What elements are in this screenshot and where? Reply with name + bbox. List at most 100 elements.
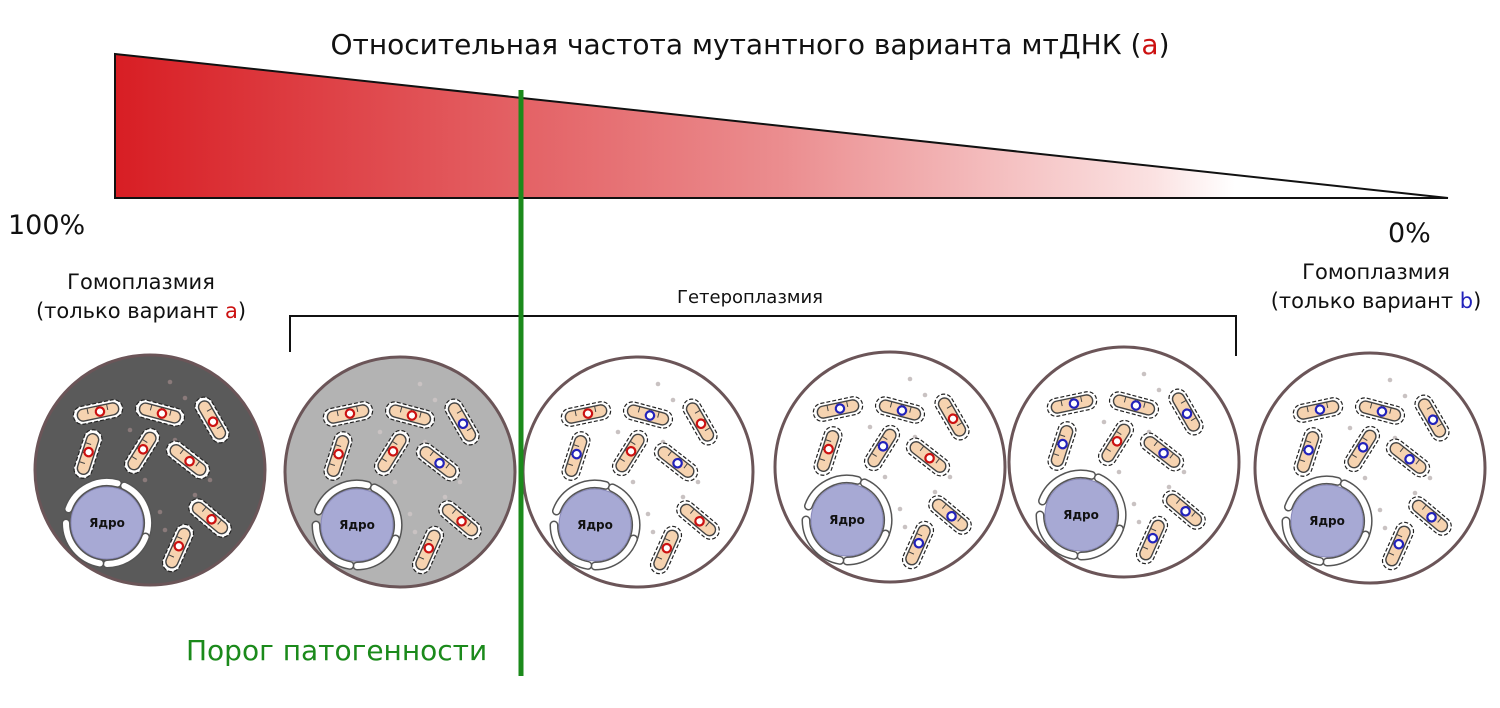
mitochondrion (165, 440, 211, 480)
mitochondrion (622, 401, 674, 429)
mitochondrion (1408, 496, 1452, 536)
mtdna-b (896, 405, 908, 416)
granule (142, 477, 148, 483)
mtdna-b (1393, 538, 1405, 550)
granule (192, 492, 198, 498)
homoplasmy-a-label: Гомоплазмия (только вариант a) (35, 270, 247, 323)
variant-b-marker: b (1459, 289, 1474, 313)
mtdna-b (1068, 398, 1080, 409)
granule (412, 529, 418, 535)
mitochondrion (188, 498, 232, 538)
mtdna-a (1111, 436, 1123, 447)
cell-5: Ядро (1007, 345, 1241, 579)
mitochondrion (1108, 391, 1160, 419)
mtdna-b (1158, 447, 1169, 459)
mtdna-a (333, 448, 344, 460)
granule (157, 509, 163, 515)
granule (392, 479, 398, 485)
granule (167, 379, 173, 385)
nucleus (1290, 484, 1364, 558)
nucleus-label: Ядро (829, 513, 865, 527)
mitochondrion (1414, 394, 1450, 442)
mtdna-a (173, 540, 185, 552)
mtdna-a (206, 513, 217, 525)
mtdna-a (184, 455, 195, 467)
granule (867, 424, 873, 430)
mtdna-b (1427, 414, 1439, 426)
chart-title: Относительная частота мутантного вариант… (330, 28, 1170, 61)
mtdna-a (582, 408, 594, 419)
mtdna-a (695, 418, 707, 430)
granule (1362, 475, 1368, 481)
mtdna-a (207, 416, 219, 428)
granule (432, 397, 438, 403)
granule (947, 474, 953, 480)
homoplasmy-b-label: Гомоплазмия (только вариант b) (1270, 260, 1482, 313)
mtdna-a (823, 443, 834, 455)
mitochondrion (560, 401, 612, 427)
mitochondrion (444, 398, 480, 446)
granule (902, 524, 908, 530)
mtdna-a (625, 446, 637, 457)
mtdna-b (571, 448, 582, 460)
mtdna-a (423, 542, 435, 554)
mtdna-b (1057, 438, 1068, 450)
mitochondrion (438, 500, 482, 540)
granule (1427, 475, 1433, 481)
mitochondrion (322, 401, 374, 427)
granule (670, 397, 676, 403)
mtdna-b (877, 441, 889, 452)
heteroplasmy-bracket (289, 315, 1237, 356)
mitochondrion (1139, 432, 1185, 472)
granule (162, 527, 168, 533)
granule (207, 477, 213, 483)
title-variant-a: a (1141, 28, 1159, 61)
mitochondrion (134, 399, 186, 427)
nucleus-label: Ядро (339, 518, 375, 532)
mtdna-b (946, 510, 957, 522)
mtdna-b (1357, 442, 1369, 453)
scale-label-100: 100% (8, 210, 86, 241)
nucleus-label: Ядро (89, 516, 125, 530)
granule (127, 427, 133, 433)
granule (377, 429, 383, 435)
mitochondrion (72, 399, 124, 425)
granule (1412, 490, 1418, 496)
granule (1387, 377, 1393, 383)
cell-4: Ядро (773, 350, 1007, 584)
mitochondrion (905, 437, 951, 477)
mitochondrion (863, 424, 901, 472)
mtdna-a (83, 446, 94, 458)
granule (1131, 501, 1137, 507)
granule (615, 429, 621, 435)
granule (1156, 387, 1162, 393)
mtdna-a (156, 408, 168, 419)
granule (442, 494, 448, 500)
mtdna-b (457, 418, 469, 430)
nucleus (320, 488, 394, 562)
mitochondrion (1292, 397, 1344, 423)
mitochondrion (928, 495, 972, 535)
mitochondrion (1168, 388, 1204, 436)
variant-a-marker: a (224, 299, 238, 323)
heteroplasmy-label: Гетероплазмия (676, 287, 824, 308)
granule (1166, 484, 1172, 490)
mitochondrion (1162, 490, 1206, 530)
granule (1402, 393, 1408, 399)
mtdna-a (661, 542, 673, 554)
mtdna-b (1180, 505, 1191, 517)
granule (182, 395, 188, 401)
mtdna-a (924, 452, 935, 464)
granule (630, 479, 636, 485)
granule (457, 479, 463, 485)
mtdna-b (1314, 404, 1326, 415)
granule (922, 392, 928, 398)
mtdna-b (1376, 406, 1388, 417)
mitochondrion (1293, 427, 1323, 477)
mitochondrion (676, 500, 720, 540)
scale-label-0: 0% (1388, 218, 1431, 249)
granule (695, 479, 701, 485)
